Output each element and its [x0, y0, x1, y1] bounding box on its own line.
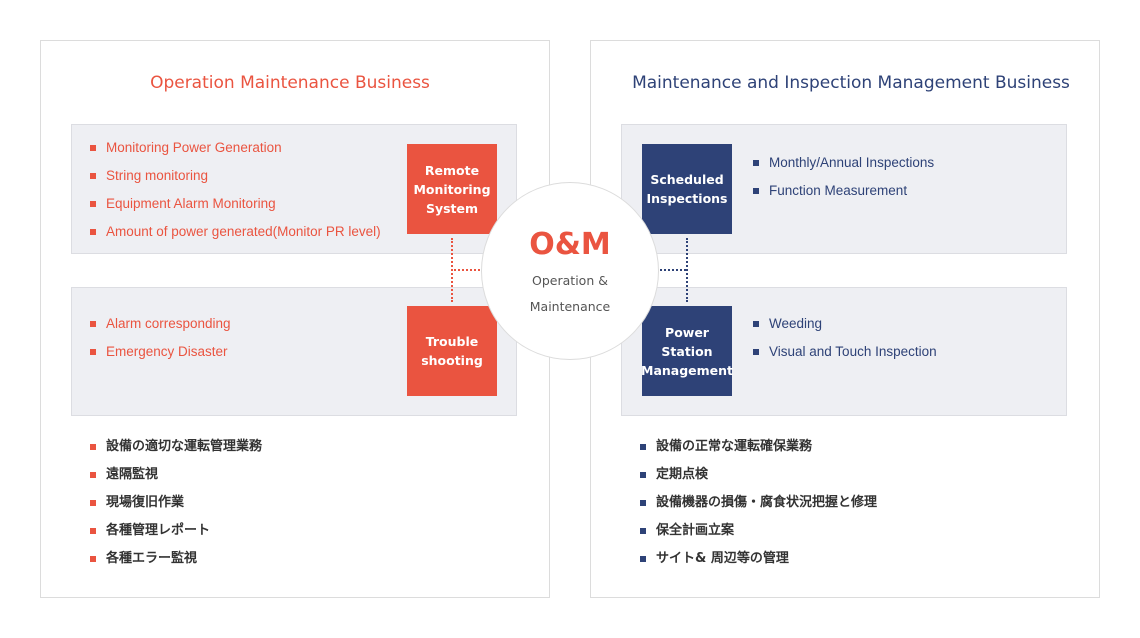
list-item: 定期点検 — [640, 467, 877, 495]
list-item: Function Measurement — [753, 183, 934, 211]
om-subtitle-2: Maintenance — [529, 299, 611, 314]
list-item: Visual and Touch Inspection — [753, 344, 937, 372]
scheduled-inspections-box: Scheduled Inspections — [642, 144, 732, 234]
list-item: 設備の正常な運転確保業務 — [640, 439, 877, 467]
power-station-box: Power Station Management — [641, 306, 733, 396]
list-item: 遠隔監視 — [90, 467, 262, 495]
list-item: Monitoring Power Generation — [90, 140, 381, 168]
list-item: String monitoring — [90, 168, 381, 196]
trouble-shooting-box: Trouble shooting — [407, 306, 497, 396]
list-item: Monthly/Annual Inspections — [753, 155, 934, 183]
list-item: 設備の適切な運転管理業務 — [90, 439, 262, 467]
connector-line — [660, 269, 686, 271]
list-item: Equipment Alarm Monitoring — [90, 196, 381, 224]
om-subtitle-1: Operation & — [532, 273, 608, 288]
right-jp-list: 設備の正常な運転確保業務 定期点検 設備機器の損傷・腐食状況把握と修理 保全計画… — [640, 439, 877, 579]
right-top-list: Monthly/Annual Inspections Function Meas… — [753, 155, 934, 211]
list-item: 各種管理レポート — [90, 523, 262, 551]
connector-line — [451, 238, 453, 302]
left-jp-list: 設備の適切な運転管理業務 遠隔監視 現場復旧作業 各種管理レポート 各種エラー監… — [90, 439, 262, 579]
om-title: O&M — [529, 227, 611, 262]
list-item: Weeding — [753, 316, 937, 344]
list-item: Emergency Disaster — [90, 344, 231, 372]
om-circle: O&M Operation & Maintenance — [481, 182, 659, 360]
remote-monitoring-box: Remote Monitoring System — [407, 144, 497, 234]
right-title: Maintenance and Inspection Management Bu… — [632, 73, 1070, 93]
list-item: Amount of power generated(Monitor PR lev… — [90, 224, 381, 252]
left-title: Operation Maintenance Business — [150, 73, 430, 93]
list-item: 現場復旧作業 — [90, 495, 262, 523]
list-item: 各種エラー監視 — [90, 551, 262, 579]
list-item: サイト& 周辺等の管理 — [640, 551, 877, 579]
connector-line — [686, 238, 688, 302]
connector-line — [454, 269, 484, 271]
left-bottom-list: Alarm corresponding Emergency Disaster — [90, 316, 231, 372]
list-item: 保全計画立案 — [640, 523, 877, 551]
list-item: Alarm corresponding — [90, 316, 231, 344]
right-bottom-list: Weeding Visual and Touch Inspection — [753, 316, 937, 372]
list-item: 設備機器の損傷・腐食状況把握と修理 — [640, 495, 877, 523]
left-top-list: Monitoring Power Generation String monit… — [90, 140, 381, 252]
